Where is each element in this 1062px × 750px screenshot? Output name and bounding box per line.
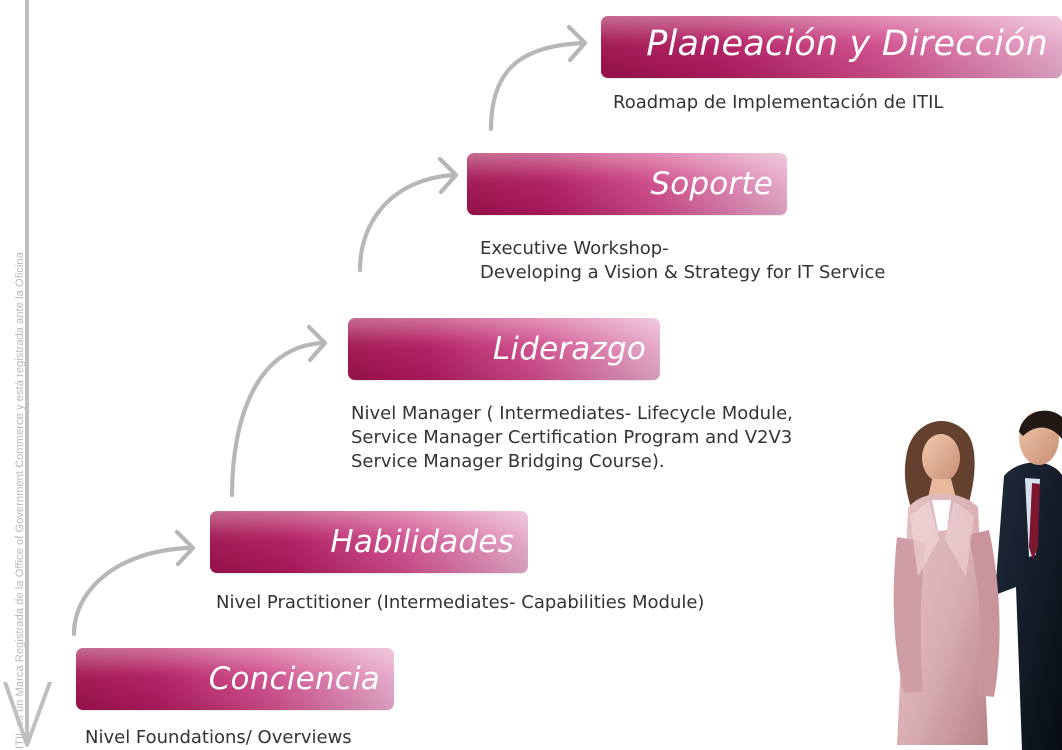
woman-blouse xyxy=(932,500,951,531)
soporte-title: Soporte xyxy=(650,166,773,202)
description-line: Executive Workshop- xyxy=(480,238,669,259)
description-line: Nivel Manager ( Intermediates- Lifecycle… xyxy=(351,403,793,424)
planeacion-direccion-description: Roadmap de Implementación de ITIL xyxy=(613,91,943,115)
liderazgo-stage: Liderazgo xyxy=(348,318,660,380)
description-line: Nivel Foundations/ Overviews xyxy=(85,727,352,748)
habilidades-description: Nivel Practitioner (Intermediates- Capab… xyxy=(216,591,704,615)
curved-arrow-icon xyxy=(174,529,196,567)
planeacion-direccion-title: Planeación y Dirección xyxy=(646,24,1048,64)
man-tie xyxy=(1029,483,1040,560)
curved-arrow-icon xyxy=(357,172,457,273)
habilidades-title: Habilidades xyxy=(330,524,514,560)
vertical-timeline-line xyxy=(25,0,29,745)
conciencia-title: Conciencia xyxy=(208,661,380,697)
habilidades-stage: Habilidades xyxy=(210,511,528,573)
woman-neck xyxy=(928,479,956,498)
curved-arrow-icon xyxy=(437,156,459,195)
description-line: Roadmap de Implementación de ITIL xyxy=(613,92,944,113)
curved-arrow-icon xyxy=(488,40,586,132)
description-line: Service Manager Certification Program an… xyxy=(351,427,793,448)
planeacion-direccion-stage: Planeación y Dirección xyxy=(601,16,1062,78)
curved-arrow-icon xyxy=(566,24,588,63)
soporte-description: Executive Workshop- Developing a Vision … xyxy=(480,237,885,285)
curved-arrow-icon xyxy=(71,545,193,637)
down-arrow-icon xyxy=(3,682,52,747)
description-line: Developing a Vision & Strategy for IT Se… xyxy=(480,262,886,283)
curved-arrow-icon xyxy=(229,340,326,498)
conciencia-description: Nivel Foundations/ Overviews xyxy=(85,726,352,750)
woman-lapel-left xyxy=(910,501,939,577)
woman-head xyxy=(922,434,960,482)
liderazgo-title: Liderazgo xyxy=(492,331,646,367)
description-line: Service Manager Bridging Course). xyxy=(351,451,665,472)
liderazgo-description: Nivel Manager ( Intermediates- Lifecycle… xyxy=(351,402,793,474)
woman-arm-right xyxy=(968,530,1000,697)
conciencia-stage: Conciencia xyxy=(76,648,394,710)
soporte-stage: Soporte xyxy=(467,153,787,215)
curved-arrow-icon xyxy=(306,324,328,363)
woman-lapel-right xyxy=(945,501,974,577)
man-hair xyxy=(1019,410,1062,439)
man-body xyxy=(995,462,1062,750)
business-people-illustration xyxy=(893,410,1062,750)
description-line: Nivel Practitioner (Intermediates- Capab… xyxy=(216,592,705,613)
